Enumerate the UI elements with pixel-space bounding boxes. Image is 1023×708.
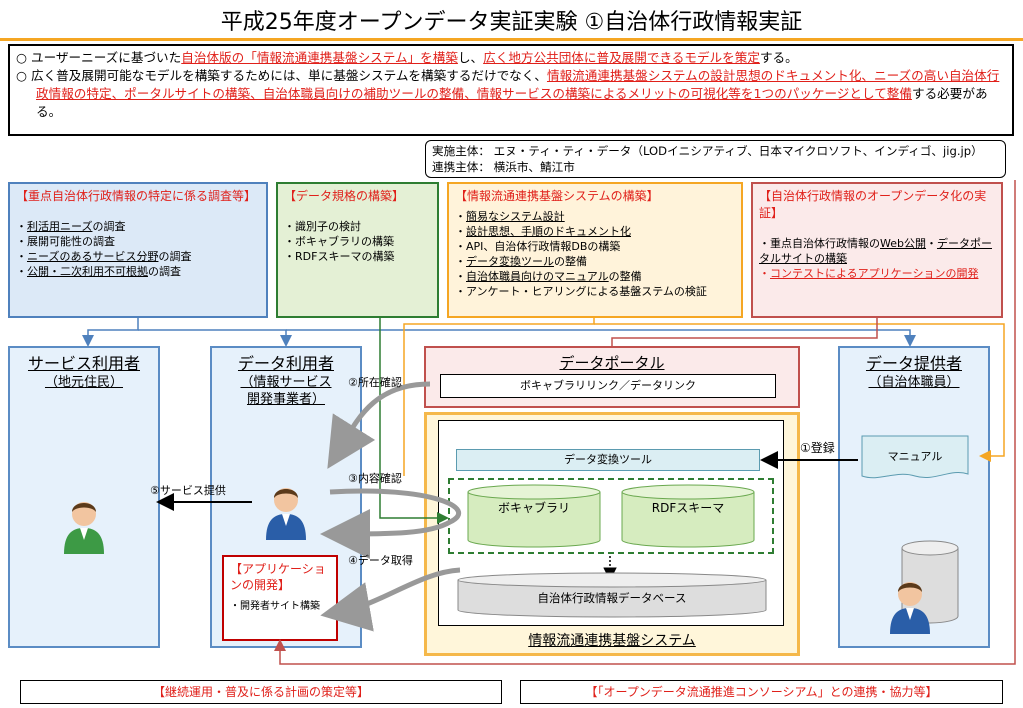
step-fetch-label: ④データ取得 bbox=[348, 553, 413, 567]
summary-line-1: ○ ユーザーニーズに基づいた自治体版の「情報流通連携基盤システム」を構築し、広く… bbox=[16, 50, 798, 65]
service-user-name: サービス利用者 bbox=[27, 354, 140, 373]
manual-label: マニュアル bbox=[888, 450, 943, 463]
bottom-consortium-box: 【「オープンデータ流通推進コンソーシアム」との連携・協力等】 bbox=[520, 680, 1003, 704]
title-rule bbox=[0, 38, 1023, 41]
orange-connector bbox=[403, 318, 1005, 476]
list-item: ・コンテストによるアプリケーションの開発 bbox=[759, 267, 979, 280]
implementer-box: 実施主体： エヌ・ティ・ティ・データ（LODイニシアティブ、日本マイクロソフト、… bbox=[425, 140, 1006, 178]
rdf-schema-label: RDFスキーマ bbox=[652, 501, 724, 515]
step-content-label: ③内容確認 bbox=[348, 471, 402, 485]
vocabulary-link-bar: ボキャブラリリンク／データリンク bbox=[440, 374, 776, 398]
list-item: ・データ変換ツールの整備 bbox=[455, 255, 587, 268]
platform-name: 情報流通連携基盤システム bbox=[528, 633, 696, 649]
box-header: 【自治体行政情報のオープンデータ化の実証】 bbox=[759, 189, 987, 220]
app-dev-header-1: 【アプリケーショ bbox=[230, 562, 326, 576]
data-provider-name: データ提供者 bbox=[865, 354, 962, 373]
list-item: ・アンケート・ヒアリングによる基盤ステムの検証 bbox=[455, 285, 707, 298]
page-title: 平成25年度オープンデータ実証実験 ①自治体行政情報実証 bbox=[220, 10, 803, 35]
step-service-label: ⑤サービス提供 bbox=[150, 483, 226, 497]
app-dev-box: 【アプリケーショ ンの開発】 ・開発者サイト構築 bbox=[222, 555, 338, 641]
box-opendata-demo: 【自治体行政情報のオープンデータ化の実証】 ・重点自治体行政情報のWeb公開・デ… bbox=[751, 182, 1003, 318]
data-fetch-arrow bbox=[320, 567, 461, 632]
step-register-label: ①登録 bbox=[800, 440, 835, 455]
blue-connector bbox=[82, 318, 916, 347]
vocabulary-label: ボキャブラリ bbox=[498, 500, 570, 515]
box-data-standard: 【データ規格の構築】 ・識別子の検討 ・ボキャブラリの構築 ・RDFスキーマの構… bbox=[276, 182, 439, 318]
implementer-line-2: 連携主体： 横浜市、鯖江市 bbox=[432, 160, 575, 174]
rdf-schema-cylinder bbox=[621, 484, 755, 548]
list-item: ・RDFスキーマの構築 bbox=[284, 250, 395, 263]
red-connector bbox=[274, 180, 1016, 665]
location-check-arrow bbox=[327, 381, 431, 469]
database-cylinder bbox=[457, 572, 767, 618]
list-item: ・ニーズのあるサービス分野の調査 bbox=[16, 250, 192, 263]
list-item: ・展開可能性の調査 bbox=[16, 235, 115, 248]
data-provider-sub: （自治体職員） bbox=[868, 375, 960, 390]
content-check-arrow bbox=[320, 488, 462, 559]
step-location-label: ②所在確認 bbox=[348, 375, 402, 389]
service-user-sub: （地元住民） bbox=[44, 375, 123, 390]
resident-person-icon bbox=[64, 502, 104, 554]
database-label: 自治体行政情報データベース bbox=[538, 591, 687, 605]
list-item: ・簡易なシステム設計 bbox=[455, 210, 565, 223]
list-item: ・利活用ニーズの調査 bbox=[16, 220, 126, 233]
green-connector bbox=[379, 318, 449, 524]
developer-person-icon bbox=[266, 488, 306, 540]
app-dev-header-2: ンの開発】 bbox=[230, 578, 291, 592]
box-header: 【重点自治体行政情報の特定に係る調査等】 bbox=[16, 189, 257, 203]
list-item: ・公開・二次利用不可根拠の調査 bbox=[16, 265, 181, 278]
app-dev-item: ・開発者サイト構築 bbox=[230, 601, 320, 612]
data-user-sub-2: 開発事業者） bbox=[246, 392, 325, 407]
summary-box: ○ ユーザーニーズに基づいた自治体版の「情報流通連携基盤システム」を構築し、広く… bbox=[8, 44, 1014, 136]
box-header: 【情報流通連携基盤システムの構築】 bbox=[455, 189, 659, 203]
service-user-panel: サービス利用者 （地元住民） bbox=[8, 346, 160, 648]
box-header: 【データ規格の構築】 bbox=[284, 189, 405, 203]
list-item: ・識別子の検討 bbox=[284, 220, 361, 233]
list-item: ・重点自治体行政情報のWeb公開・データポータルサイトの構築 bbox=[759, 237, 992, 265]
box-priority-info-survey: 【重点自治体行政情報の特定に係る調査等】 ・利活用ニーズの調査 ・展開可能性の調… bbox=[8, 182, 268, 318]
list-item: ・自治体職員向けのマニュアルの整備 bbox=[455, 270, 642, 283]
list-item: ・ボキャブラリの構築 bbox=[284, 235, 394, 248]
manual-document-icon bbox=[861, 435, 969, 479]
list-item: ・API、自治体行政情報DBの構築 bbox=[455, 240, 621, 253]
summary-line-2: ○ 広く普及展開可能なモデルを構築するためには、単に基盤システムを構築するだけで… bbox=[16, 68, 1000, 119]
staff-person-icon bbox=[890, 582, 930, 634]
vocabulary-cylinder bbox=[467, 484, 601, 548]
data-standard-group bbox=[448, 478, 774, 554]
list-item: ・設計思想、手順のドキュメント化 bbox=[455, 225, 631, 238]
conversion-tool-bar: データ変換ツール bbox=[456, 449, 760, 471]
box-platform-build: 【情報流通連携基盤システムの構築】 ・簡易なシステム設計 ・設計思想、手順のドキ… bbox=[447, 182, 743, 318]
data-user-name: データ利用者 bbox=[237, 354, 334, 373]
data-portal-name: データポータル bbox=[559, 354, 665, 372]
implementer-line-1: 実施主体： エヌ・ティ・ティ・データ（LODイニシアティブ、日本マイクロソフト、… bbox=[432, 144, 983, 158]
bottom-plan-box: 【継続運用・普及に係る計画の策定等】 bbox=[20, 680, 502, 704]
data-user-sub-1: （情報サービス bbox=[240, 375, 332, 390]
